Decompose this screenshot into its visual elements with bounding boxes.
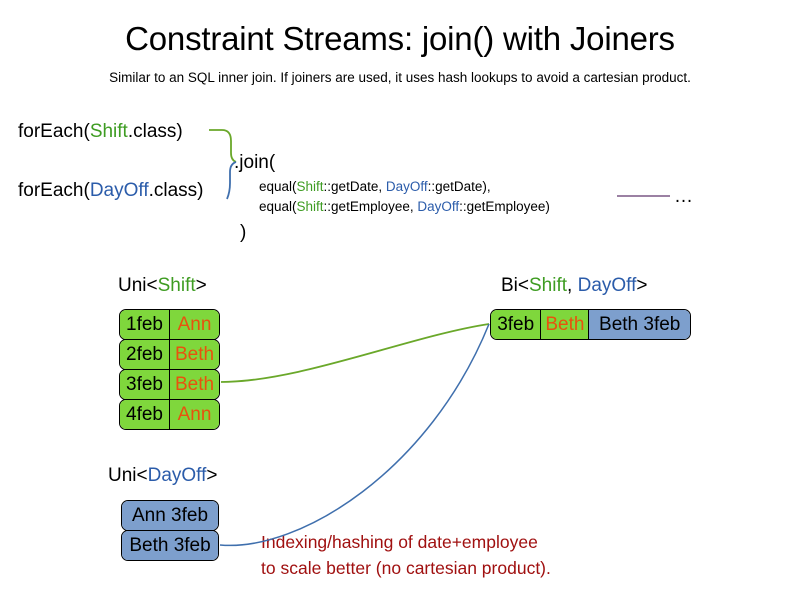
list-item[interactable]: Beth 3feb	[121, 530, 219, 561]
annotation-line-1: Indexing/hashing of date+employee	[261, 532, 538, 552]
dayoff-value-cell: Ann 3feb	[122, 501, 218, 530]
joiner1-right-type: DayOff	[385, 179, 428, 194]
uni-dayoff-label-type: DayOff	[147, 465, 207, 486]
foreach-dayoff-suffix: .class)	[148, 180, 204, 201]
continuation-ellipsis: …	[674, 186, 693, 207]
foreach-shift-suffix: .class)	[127, 121, 183, 142]
foreach-shift-prefix: forEach(	[18, 121, 90, 142]
uni-shift-label-type: Shift	[157, 275, 196, 296]
uni-shift-label-suffix: >	[195, 275, 207, 296]
joiner2-prefix: equal(	[259, 199, 297, 214]
joiner1-right-ref: ::getDate),	[427, 179, 491, 194]
table-row[interactable]: 3feb Beth	[119, 369, 220, 400]
bi-label-separator: ,	[567, 275, 578, 296]
table-row[interactable]: 3feb Beth Beth 3feb	[490, 309, 691, 340]
joiner1-prefix: equal(	[259, 179, 297, 194]
page-subtitle: Similar to an SQL inner join. If joiners…	[109, 70, 691, 85]
joiner2-right-type: DayOff	[417, 199, 460, 214]
table-row[interactable]: 4feb Ann	[119, 399, 220, 430]
uni-dayoff-label-suffix: >	[206, 465, 218, 486]
connector-dayoff-row-to-bi	[219, 323, 490, 547]
joiner2-left-type: Shift	[296, 199, 324, 214]
bi-shift-employee-cell: Beth	[540, 310, 589, 339]
shift-employee-cell: Beth	[169, 370, 219, 399]
shift-date-cell: 1feb	[120, 310, 169, 339]
joiner1-left-ref: ::getDate,	[323, 179, 386, 194]
bi-label-type-a: Shift	[529, 275, 568, 296]
shift-date-cell: 2feb	[120, 340, 169, 369]
dayoff-value-cell: Beth 3feb	[122, 531, 218, 560]
bi-dayoff-cell: Beth 3feb	[588, 310, 690, 339]
connector-shift-to-join	[209, 129, 237, 163]
joiner2-right-ref: ::getEmployee)	[459, 199, 550, 214]
code-join-close: )	[240, 222, 247, 243]
page-title: Constraint Streams: join() with Joiners	[125, 20, 675, 57]
code-joiner-equal-date: equal(Shift::getDate, DayOff::getDate),	[259, 179, 491, 194]
uni-dayoff-label: Uni<DayOff>	[108, 465, 218, 487]
foreach-dayoff-type: DayOff	[89, 180, 149, 201]
uni-dayoff-label-prefix: Uni<	[108, 465, 148, 486]
list-item[interactable]: Ann 3feb	[121, 500, 219, 531]
bi-label-prefix: Bi<	[501, 275, 529, 296]
table-row[interactable]: 2feb Beth	[119, 339, 220, 370]
shift-employee-cell: Beth	[169, 340, 219, 369]
code-joiner-equal-employee: equal(Shift::getEmployee, DayOff::getEmp…	[259, 199, 550, 214]
foreach-shift-type: Shift	[89, 121, 128, 142]
joiner2-left-ref: ::getEmployee,	[323, 199, 418, 214]
uni-shift-label-prefix: Uni<	[118, 275, 158, 296]
code-join-open: .join(	[234, 152, 276, 173]
joiner1-left-type: Shift	[296, 179, 324, 194]
code-foreach-dayoff: forEach(DayOff.class)	[18, 180, 204, 202]
connector-shift-row-to-bi	[220, 323, 490, 383]
shift-date-cell: 4feb	[120, 400, 169, 429]
code-foreach-shift: forEach(Shift.class)	[18, 121, 183, 143]
shift-employee-cell: Ann	[169, 400, 219, 429]
shift-employee-cell: Ann	[169, 310, 219, 339]
bi-label: Bi<Shift, DayOff>	[501, 275, 647, 297]
bi-shift-date-cell: 3feb	[491, 310, 541, 339]
table-row[interactable]: 1feb Ann	[119, 309, 220, 340]
bi-label-type-b: DayOff	[577, 275, 637, 296]
bi-label-suffix: >	[636, 275, 648, 296]
foreach-dayoff-prefix: forEach(	[18, 180, 90, 201]
uni-shift-label: Uni<Shift>	[118, 275, 207, 297]
shift-date-cell: 3feb	[120, 370, 169, 399]
annotation-line-2: to scale better (no cartesian product).	[261, 558, 551, 578]
